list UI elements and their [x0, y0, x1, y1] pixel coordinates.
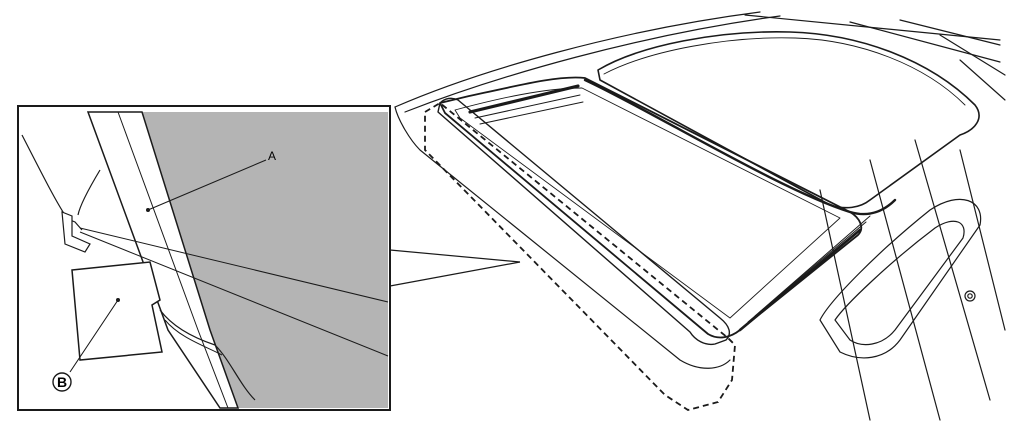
sunroof-opening-inner [454, 87, 841, 319]
label-a: A [268, 149, 276, 163]
side-rail-right [738, 228, 862, 332]
detail-contour-left-1 [21, 134, 66, 216]
roof-surface-line-3 [914, 139, 991, 401]
roof-contour-5 [959, 59, 1006, 101]
roof-rail-inner [834, 220, 965, 346]
roof-contour-2 [849, 21, 1001, 63]
roof-view [394, 11, 1006, 421]
detail-leader [389, 249, 521, 287]
glass-panel-rear-inner [603, 37, 966, 106]
roof-lower-edge [394, 106, 731, 369]
glass-panel-seal [583, 78, 897, 216]
part-b-component [71, 261, 163, 361]
leader-b-dot [116, 298, 120, 302]
detail-guide-1 [79, 227, 389, 303]
roof-bolt-outer [964, 290, 976, 302]
detail-contour-left-2 [77, 169, 101, 216]
label-b-circle [52, 372, 72, 392]
roof-contour-4 [939, 34, 1006, 76]
roof-bolt-inner [967, 293, 973, 299]
leader-a-dot [146, 208, 150, 212]
roof-rail-outer [819, 198, 982, 359]
roof-surface-line-2 [869, 159, 941, 421]
detail-clip [61, 211, 91, 253]
roof-contour-3 [899, 19, 1001, 46]
detail-guide-2 [79, 231, 389, 357]
roof-surface-line-1 [819, 189, 871, 421]
roof-front-edge-inner [404, 15, 781, 113]
trim-a-strip [86, 111, 240, 409]
front-rail [468, 84, 580, 114]
front-rail-detail [474, 94, 581, 119]
roof-surface-line-4 [959, 149, 1006, 331]
front-rail-detail-2 [479, 101, 584, 125]
detail-region-dashed [424, 101, 736, 411]
glass-panel-rear [597, 31, 980, 209]
leader-a [147, 159, 267, 211]
detail-inset: A B [17, 105, 391, 411]
roof-front-edge [394, 11, 761, 108]
trim-strip-front [437, 97, 731, 346]
detail-seal-lower-2 [164, 319, 223, 356]
sunroof-opening-frame [439, 76, 863, 339]
label-b: B [57, 374, 67, 390]
leader-b [69, 299, 119, 373]
trim-a-strip-inner [117, 111, 229, 409]
detail-seal-lower [159, 309, 256, 401]
side-rail-right-3 [754, 215, 871, 317]
